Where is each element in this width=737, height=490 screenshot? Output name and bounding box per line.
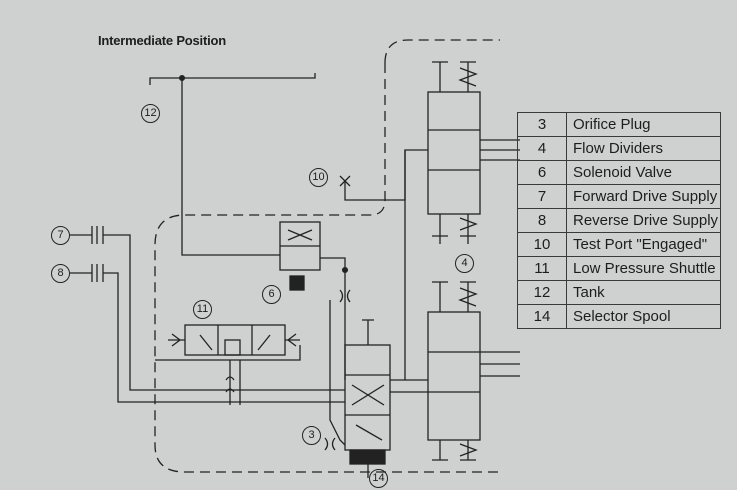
flow-divider-lower: [427, 311, 481, 441]
legend-number: 4: [517, 136, 567, 161]
selector-spool-body: [344, 344, 391, 451]
legend-description: Test Port "Engaged": [566, 232, 721, 257]
test-port-line: [344, 149, 428, 201]
legend-description: Forward Drive Supply: [566, 184, 721, 209]
callout-4: 4: [455, 254, 474, 273]
legend-number: 11: [517, 256, 567, 281]
housing-outline-upper: [384, 39, 500, 64]
callout-10: 10: [309, 168, 328, 187]
solenoid-coil: [289, 275, 305, 291]
diagram-title: Intermediate Position: [98, 33, 226, 48]
callout-14: 14: [369, 469, 388, 488]
legend-description: Orifice Plug: [566, 112, 721, 137]
legend-number: 14: [517, 304, 567, 329]
callout-8: 8: [51, 264, 70, 283]
legend-description: Low Pressure Shuttle: [566, 256, 721, 281]
legend-number: 7: [517, 184, 567, 209]
reverse-supply-line: [70, 272, 345, 403]
legend-number: 12: [517, 280, 567, 305]
callout-12: 12: [141, 104, 160, 123]
callout-11: 11: [193, 300, 212, 319]
legend-number: 10: [517, 232, 567, 257]
legend-description: Tank: [566, 280, 721, 305]
forward-supply-line: [70, 234, 345, 391]
legend-number: 8: [517, 208, 567, 233]
legend-description: Reverse Drive Supply: [566, 208, 721, 233]
legend-description: Flow Dividers: [566, 136, 721, 161]
callout-6: 6: [262, 285, 281, 304]
callout-7: 7: [51, 226, 70, 245]
legend-description: Selector Spool: [566, 304, 721, 329]
tank-drop: [181, 78, 280, 256]
legend-number: 3: [517, 112, 567, 137]
legend-number: 6: [517, 160, 567, 185]
flow-divider-upper: [427, 91, 481, 215]
callout-3: 3: [302, 426, 321, 445]
housing-outline-left: [154, 63, 500, 473]
tank-line: [149, 73, 316, 85]
legend-description: Solenoid Valve: [566, 160, 721, 185]
